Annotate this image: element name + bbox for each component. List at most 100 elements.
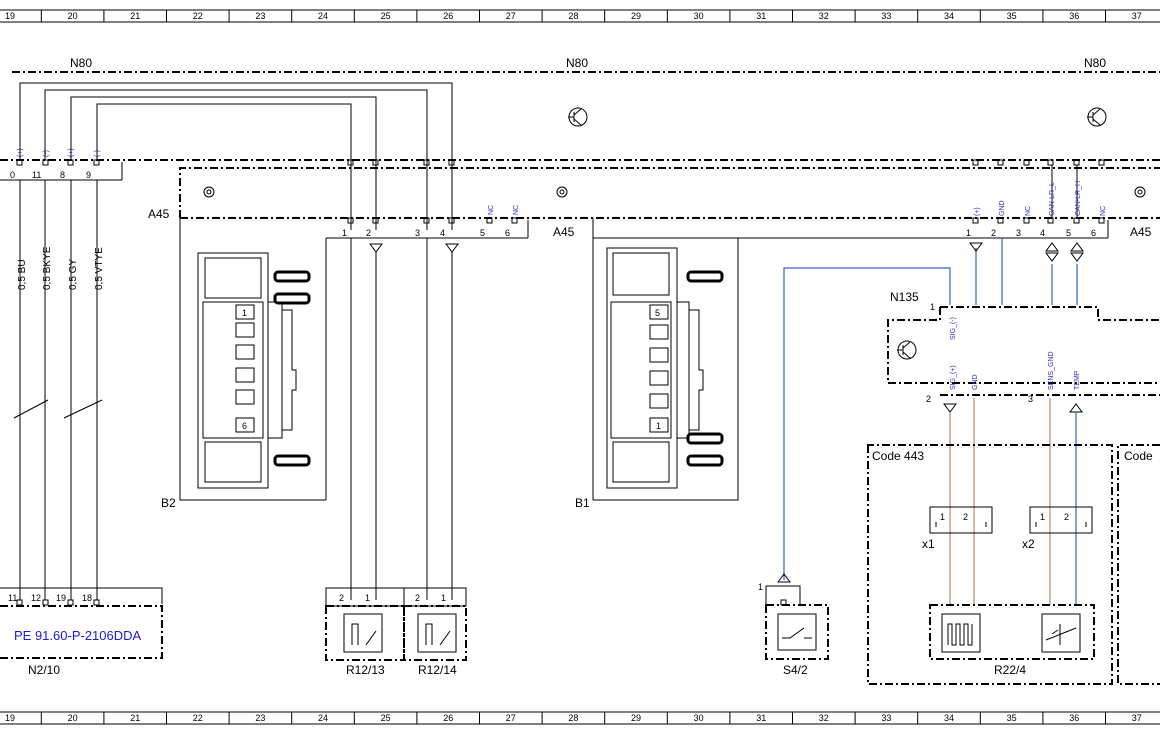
pin-number: 2 <box>339 593 344 603</box>
ruler-label: 30 <box>694 11 704 21</box>
wires-brown <box>949 398 1051 605</box>
pin-number: 3 <box>1028 394 1033 404</box>
pin-number: 9 <box>86 170 91 180</box>
ruler-label: 22 <box>193 713 203 723</box>
document-reference-link[interactable]: PE 91.60-P-2106DDA <box>14 628 142 643</box>
pin-number: 19 <box>56 593 66 603</box>
r22-4-component <box>929 604 1095 660</box>
pin-number: 2 <box>415 593 420 603</box>
ruler-label: 36 <box>1069 11 1079 21</box>
pin-number: 6 <box>1091 228 1096 238</box>
pin-number: 3 <box>415 228 420 238</box>
b2-component <box>179 218 326 501</box>
pin-number: 6 <box>505 228 510 238</box>
ruler-label: 29 <box>631 713 641 723</box>
n80-outline <box>0 71 1160 161</box>
spiral-icon <box>556 186 568 198</box>
ruler-label: 36 <box>1069 713 1079 723</box>
n2-10-component <box>0 587 163 659</box>
ruler-label: 31 <box>756 713 766 723</box>
top-ruler <box>0 9 1160 23</box>
label-n80-mid: N80 <box>566 56 588 70</box>
ruler-label: 25 <box>381 11 391 21</box>
pin-number: 1 <box>1040 512 1045 522</box>
pin-number: 1 <box>966 228 971 238</box>
pin-signal: TEMP <box>1074 370 1081 390</box>
connector-label: 1 <box>242 308 247 318</box>
label-b1: B1 <box>575 496 590 510</box>
pin-signal: NC <box>513 205 520 215</box>
pin-number: 5 <box>1066 228 1071 238</box>
ruler-label: 32 <box>819 11 829 21</box>
pin-signal: SENS_GND <box>1048 351 1055 390</box>
ruler-label: 29 <box>631 11 641 21</box>
transistor-icon <box>1087 107 1107 127</box>
ruler-label: 20 <box>68 713 78 723</box>
r12-13-component <box>325 238 405 661</box>
pin-number: 2 <box>366 228 371 238</box>
label-r22-4: R22/4 <box>994 663 1026 677</box>
pin-number: 8 <box>60 170 65 180</box>
pin-signal: NC <box>1025 206 1032 216</box>
wire-label: 0,5 GY <box>68 259 79 290</box>
wires-blue <box>783 238 1078 580</box>
pin-number: 3 <box>1016 228 1021 238</box>
label-s4-2: S4/2 <box>783 663 808 677</box>
pin-signal: NC <box>1100 206 1107 216</box>
pin-signal: GND <box>972 374 979 390</box>
pin-signal: CAN-LR_H <box>1075 181 1082 216</box>
wire-label: 0,5 BKYE <box>42 246 53 290</box>
connector-label: 6 <box>242 421 247 431</box>
ruler-label: 35 <box>1007 713 1017 723</box>
label-b2: B2 <box>161 496 176 510</box>
pin-number: 2 <box>1064 512 1069 522</box>
spiral-icon <box>203 186 215 198</box>
connector-label: 1 <box>656 421 661 431</box>
label-n135: N135 <box>890 290 919 304</box>
ruler-label: 27 <box>506 713 516 723</box>
code443-outline <box>867 444 1160 685</box>
x2-connector <box>1029 506 1093 534</box>
ruler-label: 21 <box>130 713 140 723</box>
ruler-label: 34 <box>944 713 954 723</box>
ruler-label: 27 <box>506 11 516 21</box>
ruler-label: 37 <box>1132 713 1142 723</box>
connector-label: 5 <box>655 308 660 318</box>
a45-right-pins <box>738 159 1109 239</box>
a45-outline <box>179 167 1160 219</box>
ruler-label: 32 <box>819 713 829 723</box>
label-n80-right: N80 <box>1084 56 1106 70</box>
n135-outline <box>887 306 1160 396</box>
ruler-label: 25 <box>381 713 391 723</box>
ruler-label: 31 <box>756 11 766 21</box>
transistor-icon <box>568 107 588 127</box>
label-a45-left: A45 <box>148 207 170 221</box>
pin-signal: NC <box>488 205 495 215</box>
pin-number: 2 <box>963 512 968 522</box>
pin-number: 5 <box>480 228 485 238</box>
pin-number: 1 <box>365 593 370 603</box>
ruler-label: 33 <box>881 713 891 723</box>
pin-number: 4 <box>1040 228 1045 238</box>
ruler-label: 26 <box>443 11 453 21</box>
label-x2: x2 <box>1022 537 1035 551</box>
label-code-right: Code <box>1124 449 1153 463</box>
wire-label: 0,5 BU <box>17 259 28 290</box>
label-n80-left: N80 <box>70 56 92 70</box>
ruler-label: 35 <box>1007 11 1017 21</box>
x1-connector <box>929 506 993 534</box>
ruler-label: 33 <box>881 11 891 21</box>
pin-number: 11 <box>32 170 41 180</box>
pin-number: 1 <box>940 512 945 522</box>
label-code443: Code 443 <box>872 449 924 463</box>
ruler-label: 34 <box>944 11 954 21</box>
label-n2-10: N2/10 <box>28 663 60 677</box>
r12-14-component <box>403 238 467 661</box>
pin-signal: CAN-LR_L <box>1049 182 1056 216</box>
pin-number: 1 <box>930 302 935 312</box>
bottom-ruler <box>0 711 1160 725</box>
pin-number: 2 <box>991 228 996 238</box>
ruler-label: 19 <box>5 713 15 723</box>
pin-number: 11 <box>8 593 17 603</box>
